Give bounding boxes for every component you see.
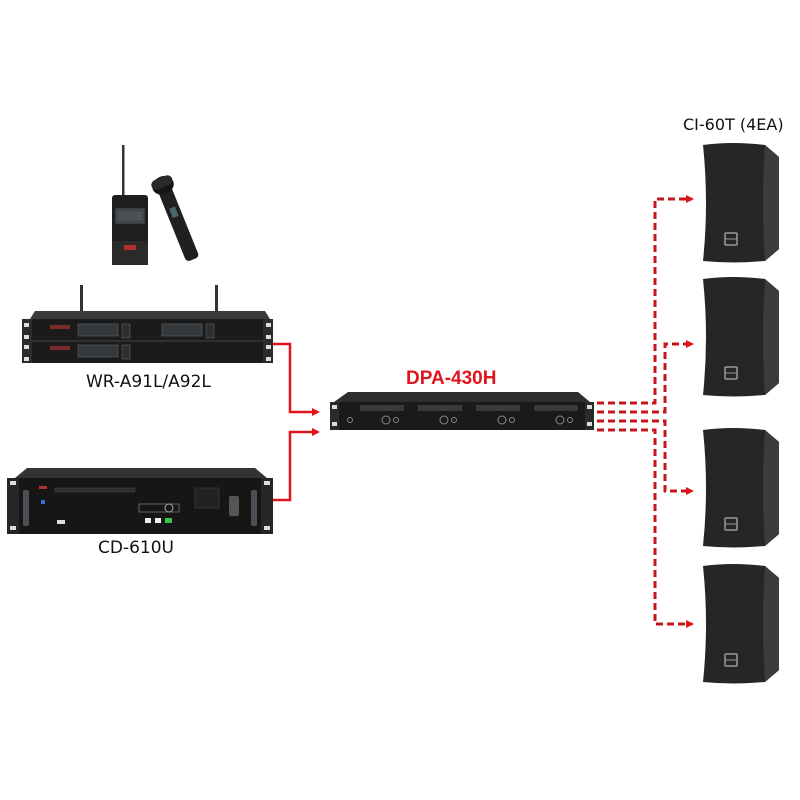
wireless-mic-set bbox=[112, 145, 199, 265]
amplifier-device bbox=[330, 392, 594, 430]
handheld-microphone bbox=[151, 175, 199, 261]
bodypack-transmitter bbox=[112, 145, 148, 265]
wireless-receiver-label: WR-A91L/A92L bbox=[86, 372, 211, 392]
speakers-label: CI-60T (4EA) bbox=[683, 115, 784, 134]
wire-cd-to-amp bbox=[272, 428, 320, 502]
wire-amp-to-speaker-1 bbox=[597, 195, 694, 405]
amplifier-label: DPA-430H bbox=[406, 368, 497, 389]
wire-amp-to-speaker-2 bbox=[597, 340, 694, 414]
wire-receiver-to-amp bbox=[272, 342, 320, 416]
wire-amp-to-speaker-4 bbox=[597, 428, 694, 628]
cd-player-label: CD-610U bbox=[98, 538, 174, 558]
cd-player-device bbox=[7, 468, 273, 534]
speaker-1 bbox=[703, 143, 779, 263]
speaker-2 bbox=[703, 277, 779, 397]
speaker-3 bbox=[703, 428, 779, 548]
wire-amp-to-speaker-3 bbox=[597, 419, 694, 495]
speaker-4 bbox=[703, 564, 779, 684]
wireless-receiver-device bbox=[22, 285, 273, 363]
